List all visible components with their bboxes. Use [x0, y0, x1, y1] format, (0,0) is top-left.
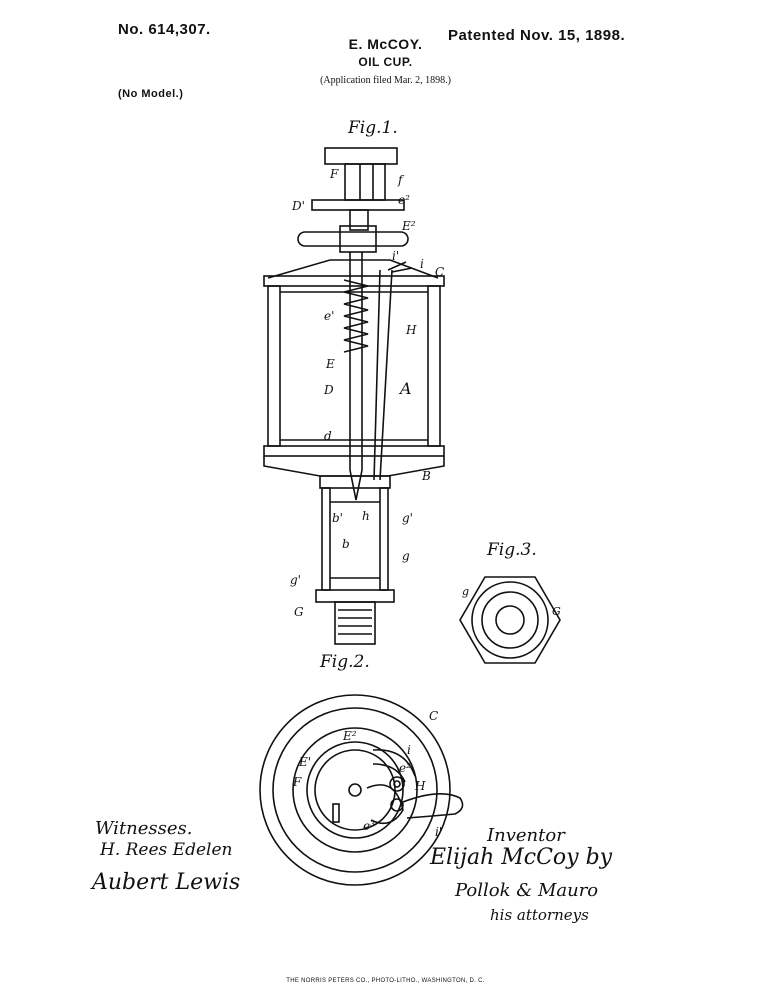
- fig1-label-i: i: [420, 257, 424, 271]
- fig1-label-F: F: [329, 167, 339, 181]
- fig2-label-E1: E': [298, 755, 311, 769]
- fig1-label-g1: g': [402, 511, 413, 525]
- fig1-label-b: b: [342, 537, 350, 551]
- fig1-label-d: d: [324, 429, 332, 443]
- fig2-label-C: C: [429, 709, 438, 723]
- fig1-label-h: h: [362, 509, 370, 523]
- application-date: (Application filed Mar. 2, 1898.): [320, 75, 451, 86]
- attorneys-signature: Pollok & Mauro: [455, 880, 599, 901]
- fig2-label-E2: E²: [342, 729, 357, 743]
- witness-signature-2: Aubert Lewis: [92, 870, 241, 895]
- fig1-label-e1: e': [324, 309, 334, 323]
- document-title: OIL CUP.: [358, 55, 413, 69]
- inventor-name: E. McCOY.: [348, 36, 423, 52]
- inventor-label: Inventor: [487, 825, 565, 846]
- fig2-label: Fig.2.: [320, 652, 370, 672]
- fig3-label-g: g: [462, 585, 469, 598]
- fig1-label-f: f: [397, 173, 405, 187]
- fig1-label-A: A: [398, 379, 412, 398]
- fig1-label-g: g: [402, 549, 410, 563]
- fig2-label-i: i: [407, 743, 411, 757]
- fig1-label-D: D: [323, 383, 334, 397]
- fig2-label-i1: i': [435, 825, 442, 839]
- fig2-label-e3: e³: [363, 819, 375, 833]
- fig2-label-F: F: [292, 775, 302, 789]
- fig3-hex-nut-view: g G: [459, 576, 561, 664]
- patent-number: No. 614,307.: [118, 21, 211, 38]
- fig1-label-B: B: [421, 469, 431, 483]
- fig2-top-view: C E² i E' e² F H e³ i': [259, 694, 464, 886]
- witnesses-label: Witnesses.: [95, 818, 193, 839]
- fig1-oil-cup-section: F f e² D' E² i' i C e' H E D A d B b' h …: [263, 147, 445, 645]
- fig1-label-G: G: [294, 605, 304, 619]
- fig2-label-e2: e²: [399, 761, 411, 775]
- fig1-label-b1: b': [332, 511, 343, 525]
- fig1-label-E: E: [325, 357, 335, 371]
- fig1-label-g1b: g': [290, 573, 301, 587]
- fig3-label: Fig.3.: [487, 540, 537, 560]
- fig3-label-G: G: [552, 605, 561, 618]
- witness-signature-1: H. Rees Edelen: [100, 840, 233, 860]
- fig1-label-E2: E²: [401, 219, 416, 233]
- printer-footer: THE NORRIS PETERS CO., PHOTO-LITHO., WAS…: [286, 978, 485, 984]
- model-note: (No Model.): [118, 88, 184, 100]
- inventor-signature: Elijah McCoy by: [430, 845, 613, 870]
- fig1-label-e2: e²: [398, 193, 410, 207]
- fig1-label-D1: D': [291, 199, 305, 213]
- fig2-label-H: H: [414, 779, 426, 793]
- fig1-label-H: H: [405, 323, 417, 337]
- attorneys-note: his attorneys: [490, 906, 589, 924]
- patent-date: Patented Nov. 15, 1898.: [448, 27, 626, 44]
- fig1-label-i1: i': [392, 249, 399, 263]
- fig1-label: Fig.1.: [348, 118, 398, 138]
- fig1-label-C: C: [435, 265, 444, 279]
